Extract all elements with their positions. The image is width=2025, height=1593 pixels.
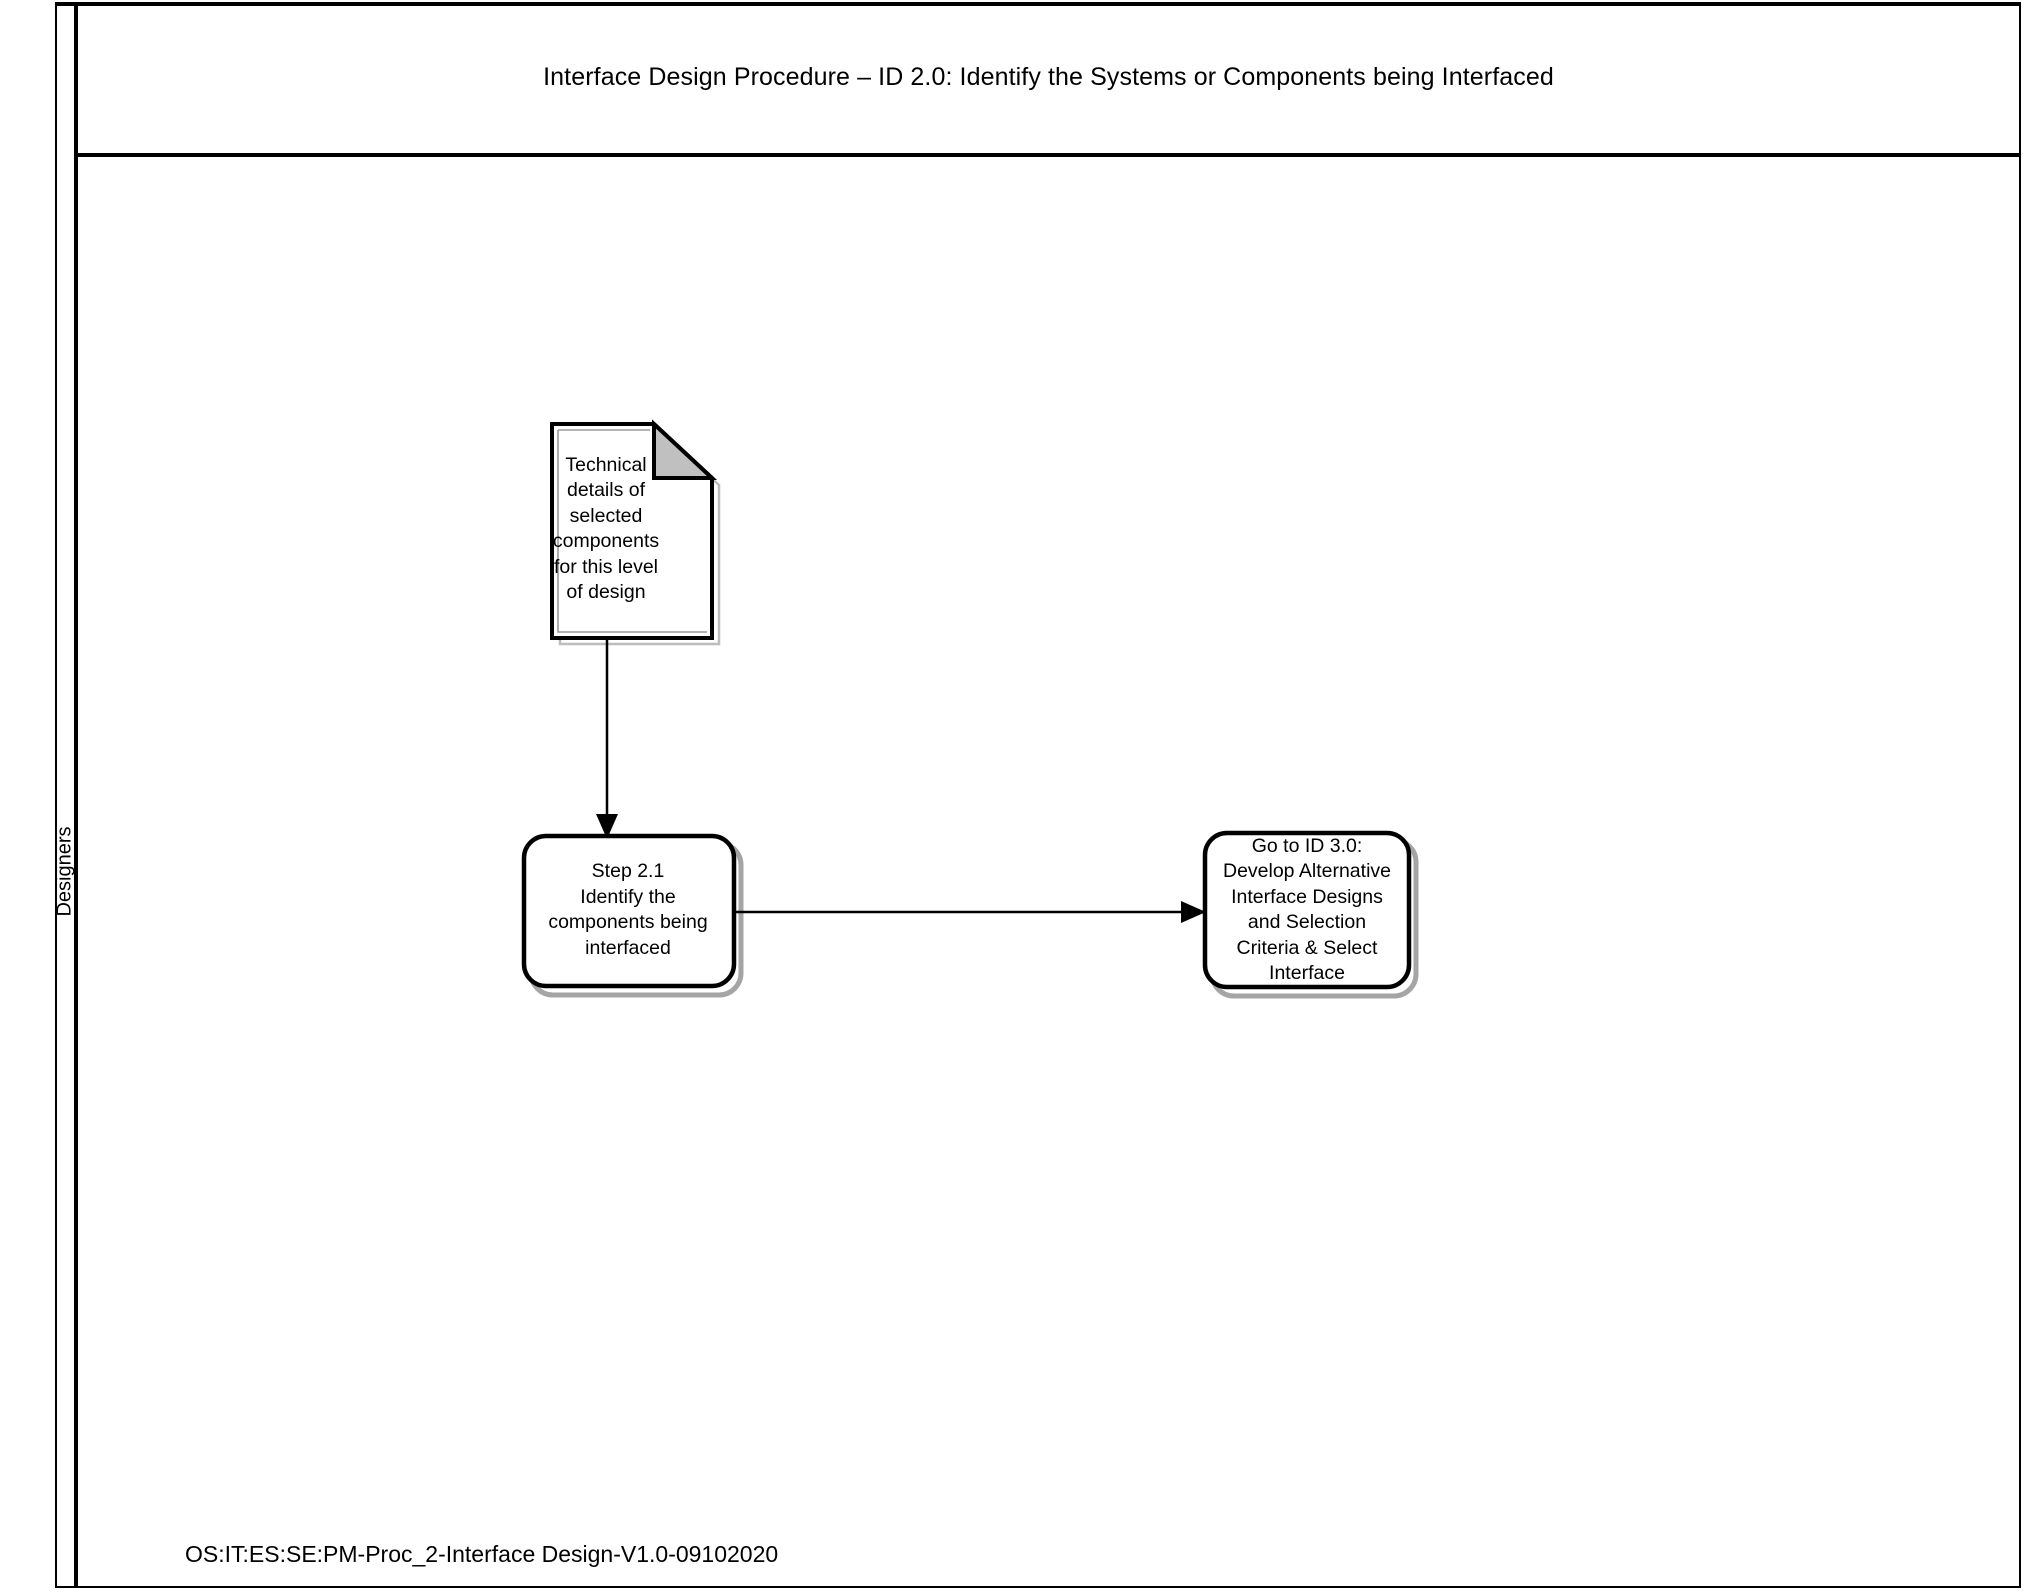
page-border-top: [55, 2, 2021, 6]
document-fold-corner: [652, 419, 718, 480]
swimlane-label: Designers: [54, 826, 77, 917]
document-footer: OS:IT:ES:SE:PM-Proc_2-Interface Design-V…: [185, 1541, 779, 1567]
page-border-left: [55, 2, 57, 1588]
arrowhead-down-icon: [596, 814, 618, 839]
page-title: Interface Design Procedure – ID 2.0: Ide…: [543, 63, 1554, 91]
flowchart-svg: [521, 419, 1419, 999]
page-border-right: [2019, 2, 2021, 1588]
lane-divider-line: [74, 2, 78, 1588]
step-box-shape: [521, 833, 737, 989]
document-note-shape: [550, 419, 718, 640]
flowchart-canvas: Technical details of selected components…: [78, 157, 2019, 1586]
arrowhead-right-icon: [1181, 901, 1206, 923]
connector-doc-to-step: [596, 638, 618, 839]
diagram-header: Interface Design Procedure – ID 2.0: Ide…: [78, 2, 2019, 153]
connector-step-to-next: [735, 901, 1206, 923]
header-divider-line: [76, 153, 2021, 157]
page-border-bottom: [55, 1586, 2021, 1588]
next-box-shape: [1202, 830, 1412, 990]
swimlane-designers: Designers: [54, 157, 77, 1586]
